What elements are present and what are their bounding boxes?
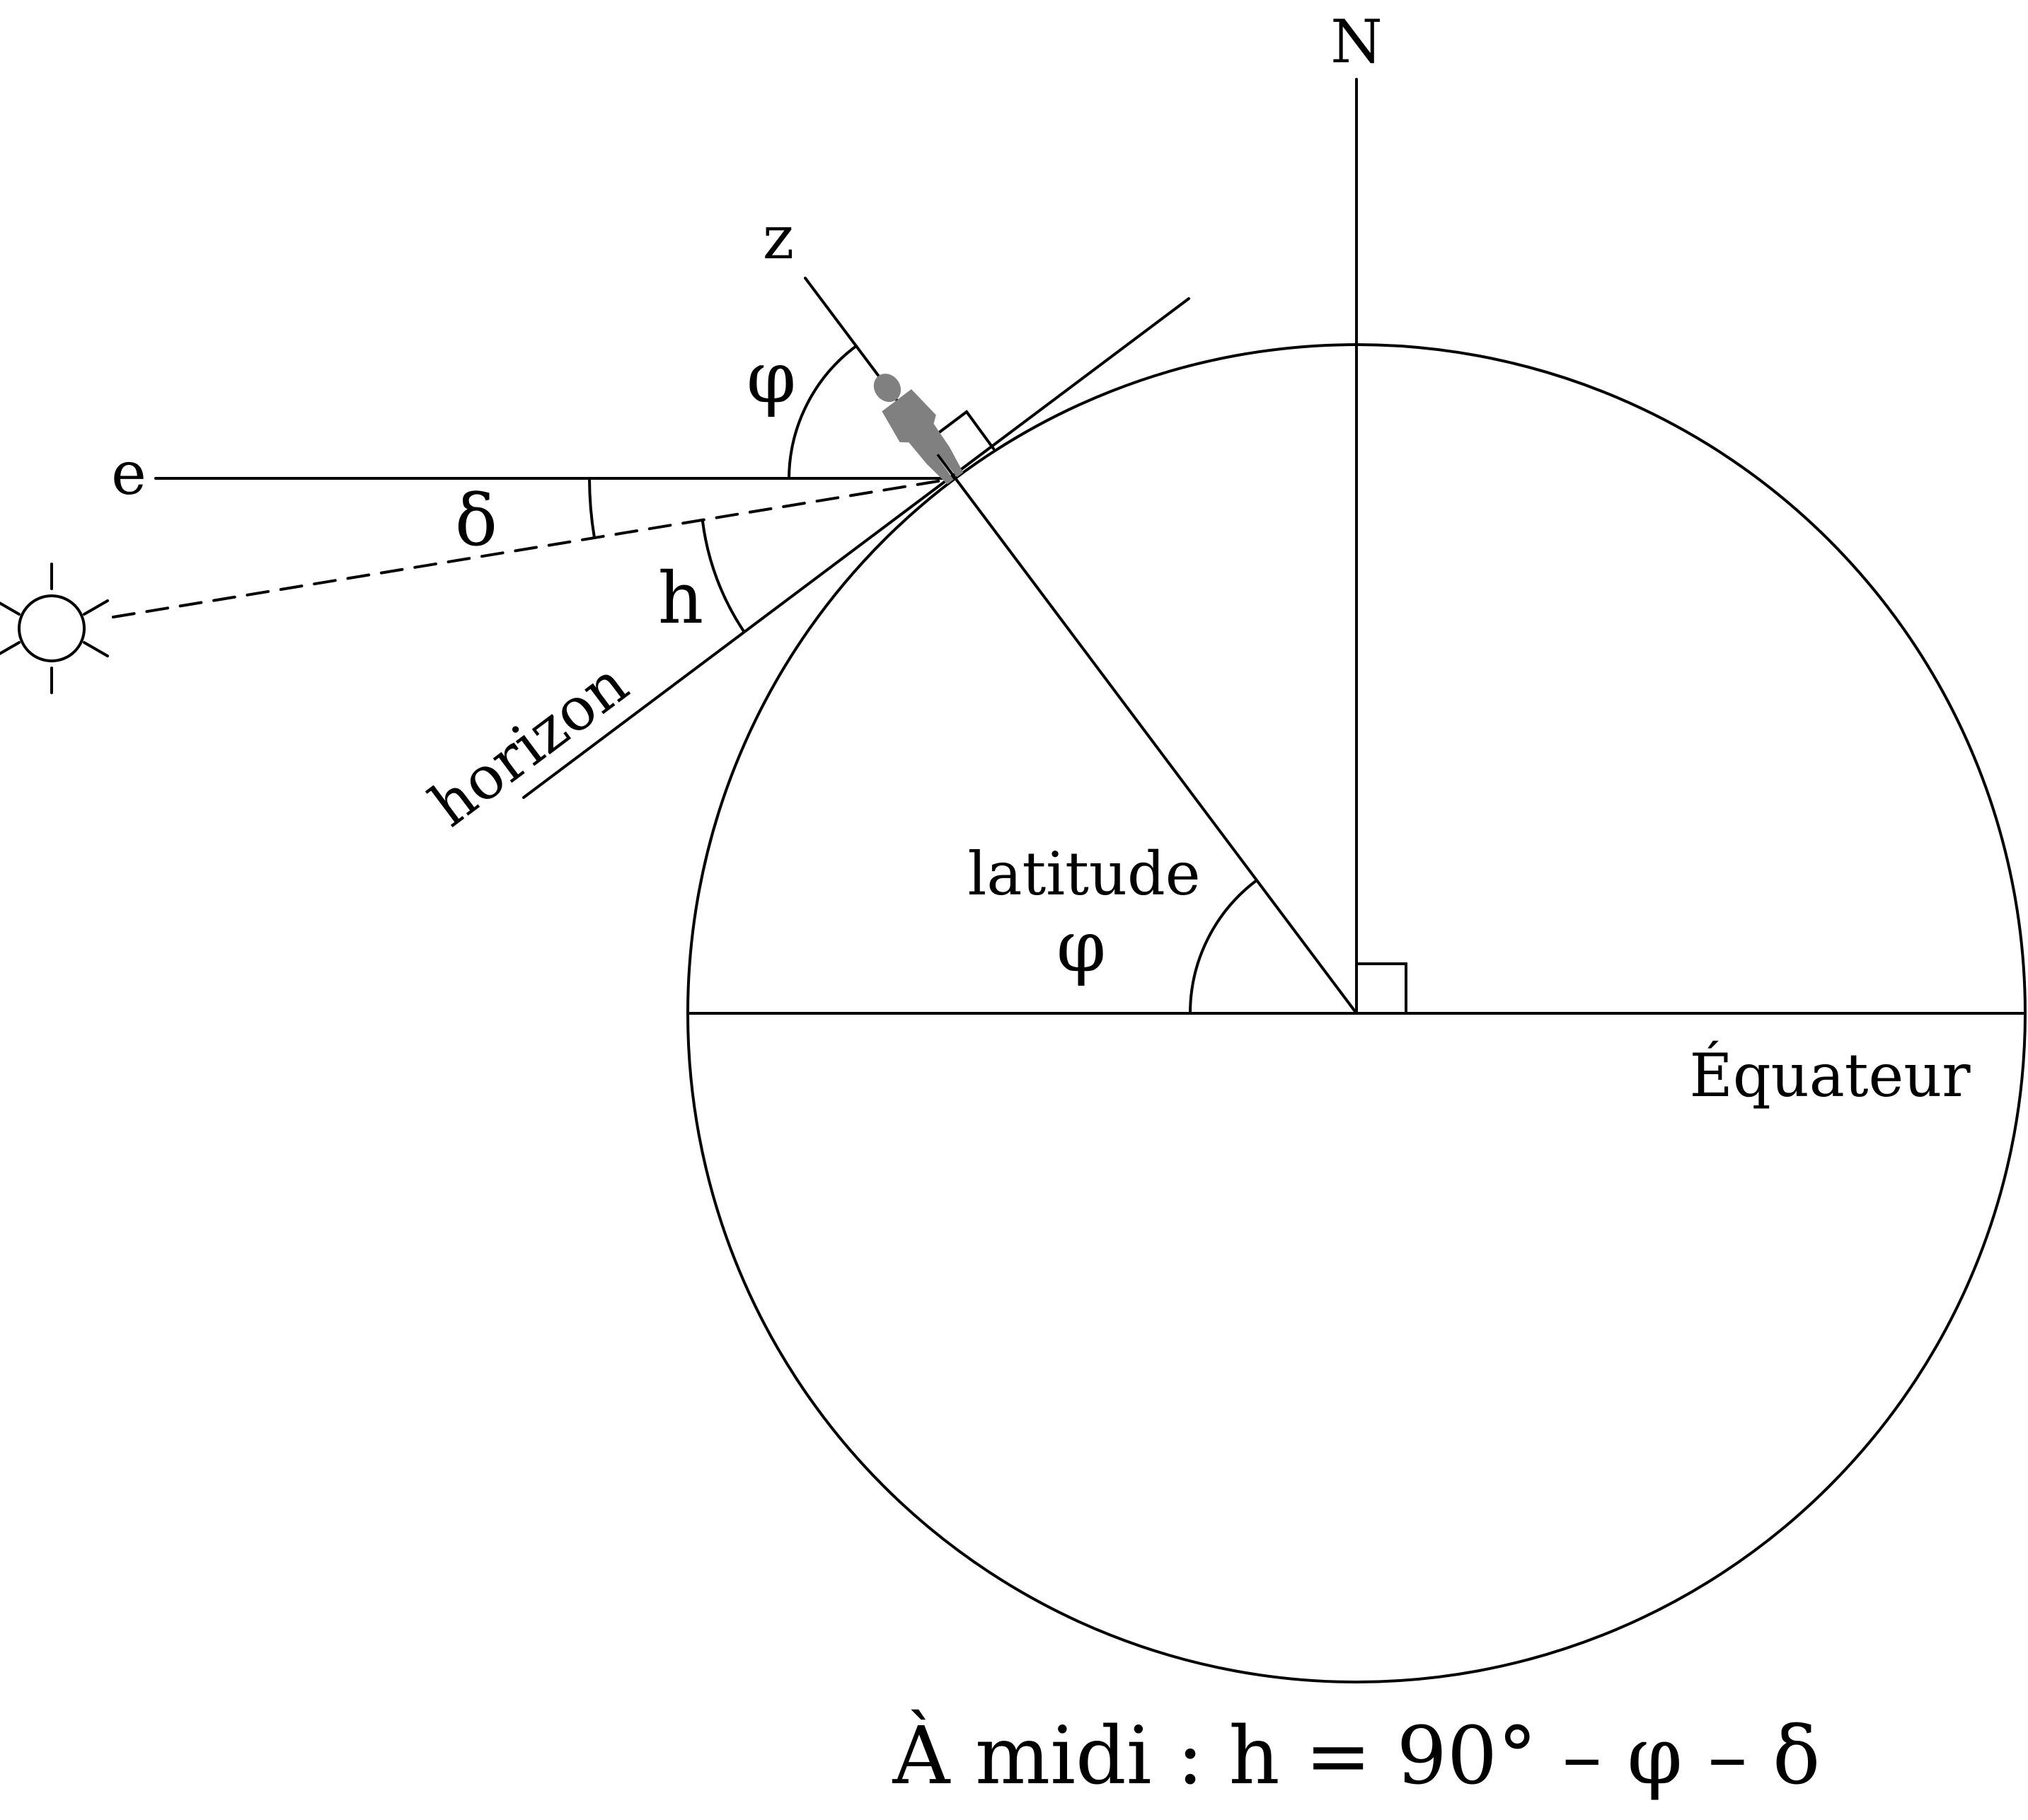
formula-text: À midi : h = 90° – φ – δ — [892, 1709, 1821, 1802]
sun-ray — [112, 477, 957, 618]
phi-top-label: φ — [747, 336, 796, 419]
arc-latitude — [1189, 879, 1258, 1015]
delta-label: δ — [455, 479, 497, 562]
celestial-equator-label: e — [111, 439, 146, 508]
sun-icon — [0, 563, 109, 694]
arc-delta — [588, 477, 596, 539]
arc-phi-top — [788, 345, 858, 480]
zenith-label: z — [763, 203, 794, 272]
person-icon — [873, 374, 964, 485]
horizon-label: horizon — [417, 648, 640, 840]
equator-label: Équateur — [1690, 1041, 1971, 1110]
horizon-line — [522, 297, 1190, 799]
phi-center-label: φ — [1056, 905, 1106, 988]
right-angle-center — [1355, 962, 1407, 1015]
latitude-label: latitude — [968, 839, 1201, 909]
arc-h — [701, 520, 745, 633]
north-label: N — [1330, 7, 1383, 76]
h-label: h — [658, 557, 703, 640]
right-angle-observer — [926, 410, 995, 450]
